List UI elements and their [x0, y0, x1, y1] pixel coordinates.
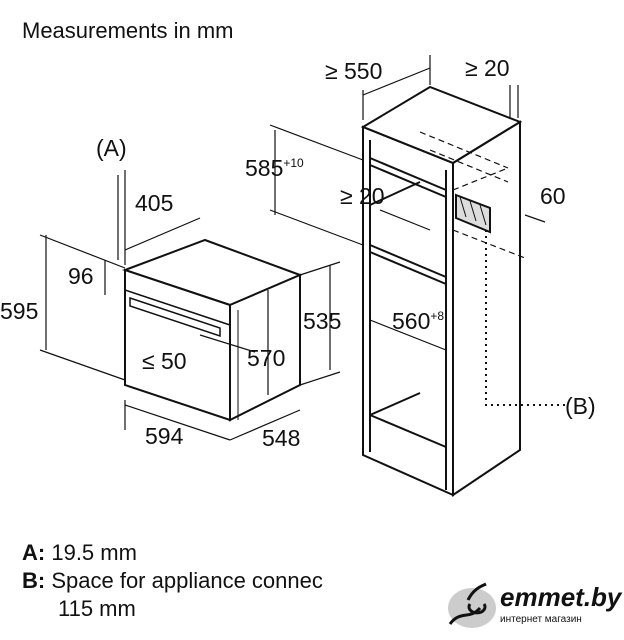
legend-key: A: — [22, 540, 46, 565]
dim-548: 548 — [262, 425, 301, 451]
legend-key: B: — [22, 568, 46, 593]
dim-50: ≤ 50 — [142, 348, 187, 374]
legend-b-cont: 115 mm — [58, 596, 136, 622]
legend-text: 115 mm — [58, 596, 136, 621]
marker-b: (B) — [565, 393, 596, 419]
dim-595: 595 — [0, 298, 39, 324]
watermark-subtitle: интернет магазин — [500, 614, 582, 625]
dim-594: 594 — [145, 423, 184, 449]
dimension-lines — [39, 55, 546, 441]
dim-585-tolerance: +10 — [283, 156, 304, 170]
marker-a: (A) — [96, 135, 127, 161]
dim-550: ≥ 550 — [325, 58, 383, 84]
legend-b: B: Space for appliance connec — [22, 568, 323, 594]
oven — [122, 238, 303, 422]
watermark-logo: emmet.by интернет магазин — [440, 580, 622, 634]
dim-585: 585+10 — [245, 157, 304, 180]
legend-text: 19.5 mm — [51, 540, 137, 565]
legend-a: A: 19.5 mm — [22, 540, 137, 566]
diagram-title: Measurements in mm — [22, 18, 234, 43]
legend-text: Space for appliance connec — [51, 568, 323, 593]
dim-535: 535 — [303, 308, 342, 334]
dim-560: 560+8 — [392, 310, 444, 333]
dim-570: 570 — [247, 345, 286, 371]
ant-icon — [448, 582, 496, 628]
dim-96: 96 — [68, 263, 94, 289]
dim-560-tolerance: +8 — [430, 309, 445, 323]
dim-560-value: 560 — [392, 308, 431, 334]
dim-20-top: ≥ 20 — [465, 55, 510, 81]
dim-20-mid: ≥ 20 — [340, 183, 385, 209]
dim-60: 60 — [540, 183, 566, 209]
dim-405: 405 — [135, 190, 174, 216]
watermark-name: emmet.by — [500, 582, 622, 612]
tall-cabinet — [360, 85, 565, 497]
dim-585-value: 585 — [245, 155, 284, 181]
